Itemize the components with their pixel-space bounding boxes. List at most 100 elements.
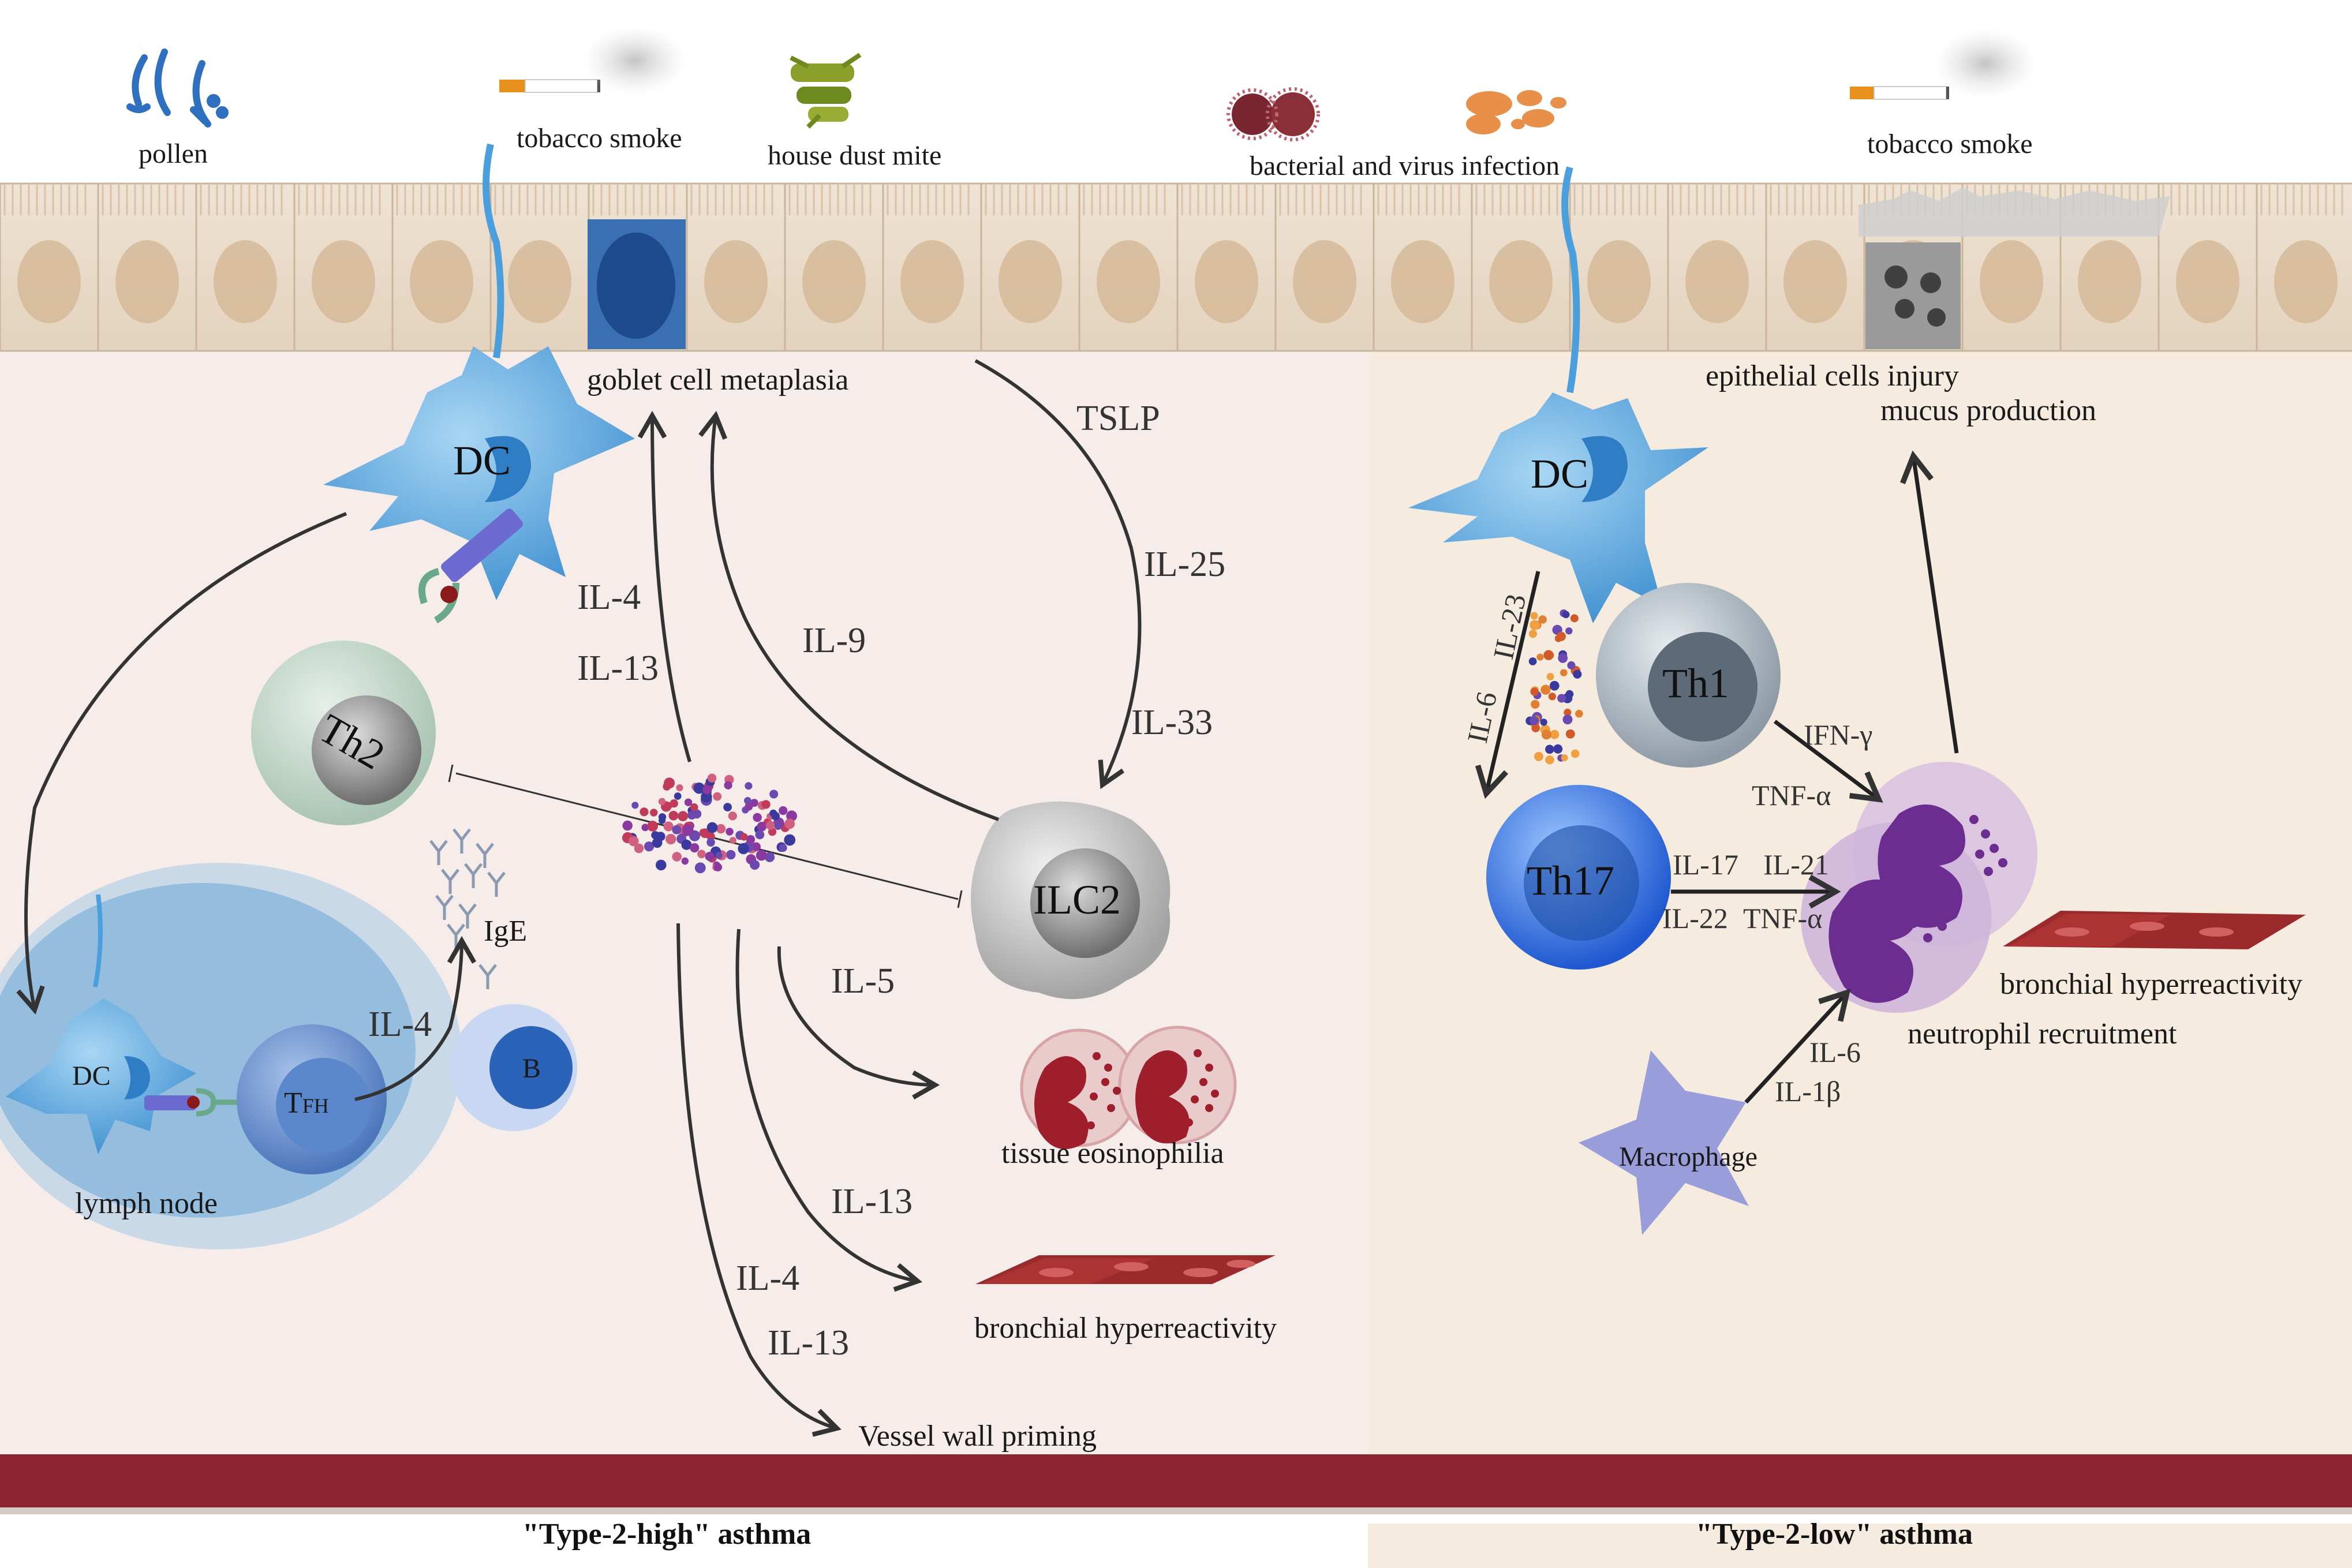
antibody xyxy=(487,871,506,897)
tfh-label-sub: FH xyxy=(302,1094,329,1117)
ilc2-cell xyxy=(971,801,1171,1000)
cytokine-dot xyxy=(738,843,749,855)
cytokine-dot xyxy=(694,862,706,874)
granule xyxy=(1211,1090,1219,1098)
il25-label: IL-25 xyxy=(1144,545,1225,584)
granule xyxy=(1969,815,1979,824)
cytokine-dot xyxy=(659,817,666,824)
arrow-il13-bhr xyxy=(735,929,923,1292)
granule xyxy=(1990,844,1999,853)
il33-label: IL-33 xyxy=(1131,703,1213,742)
il21-label: IL-21 xyxy=(1763,848,1829,881)
epithelial-nucleus xyxy=(410,240,473,323)
right-footer-bg xyxy=(1368,1524,2352,1568)
dust-mite-icon xyxy=(790,53,862,129)
injured-epithelial-cell xyxy=(1859,188,2170,349)
epithelial-nucleus xyxy=(1489,240,1553,323)
arrow-vessel-priming xyxy=(676,923,842,1437)
cytokine-dot xyxy=(769,809,777,817)
cytokine-dot xyxy=(706,838,715,847)
cytokine-dot xyxy=(713,863,723,871)
il1b-label: IL-1β xyxy=(1775,1075,1841,1107)
cytokine-dot xyxy=(774,822,782,830)
cytokine-dot xyxy=(664,777,675,789)
epithelial-nucleus xyxy=(1685,240,1749,323)
th17-cell xyxy=(1486,785,1671,970)
tobacco-smoke-right-label: tobacco smoke xyxy=(1867,129,2033,159)
tobacco-smoke-left-label: tobacco smoke xyxy=(517,123,682,154)
cytokine-dot xyxy=(1536,653,1544,661)
cytokine-dot xyxy=(755,830,765,840)
il13-bhr-label: IL-13 xyxy=(831,1182,913,1221)
antibody xyxy=(464,863,483,888)
vessel-label: Vessel wall priming xyxy=(858,1420,1097,1453)
cytokine-dot xyxy=(784,834,796,846)
cytokine-dot xyxy=(687,810,697,820)
cytokine-dot xyxy=(705,851,715,861)
cytokine-dot xyxy=(751,842,761,851)
cytokine-dot xyxy=(702,785,712,795)
cytokine-dot xyxy=(765,821,775,830)
epithelial-nucleus xyxy=(1293,240,1356,323)
granule xyxy=(1101,1078,1109,1086)
cytokine-dot xyxy=(728,811,737,821)
goblet-cell xyxy=(588,219,686,349)
arrow-dc-to-lymph-node xyxy=(16,512,347,1015)
cytokine-dot xyxy=(1543,650,1554,660)
cytokine-dot xyxy=(663,821,674,832)
footer-left-label: "Type-2-high" asthma xyxy=(522,1518,811,1551)
cytokine-dot xyxy=(640,807,649,817)
tnfa-th17-label: TNF-α xyxy=(1743,902,1822,934)
cytokine-dot xyxy=(1528,630,1537,638)
dendritic-cell-right xyxy=(1408,166,1708,623)
tslp-label: TSLP xyxy=(1076,399,1160,438)
basement-edge xyxy=(0,1507,2352,1514)
granule xyxy=(1113,1087,1121,1095)
granule xyxy=(1998,858,2007,867)
macrophage-label: Macrophage xyxy=(1619,1142,1758,1172)
eosinophils xyxy=(1020,1026,1237,1150)
cytokine-dot xyxy=(1541,729,1551,740)
cytokine-dot xyxy=(682,824,694,836)
th2-cell xyxy=(251,641,436,825)
bhr-left-label: bronchial hyperreactivity xyxy=(974,1312,1277,1345)
smooth-muscle-left xyxy=(975,1255,1276,1284)
cytokine-cloud-right xyxy=(1525,609,1583,765)
cytokine-dot xyxy=(769,789,779,799)
dc-right-label: DC xyxy=(1531,451,1588,497)
cytokine-dot xyxy=(1560,669,1568,676)
antibody xyxy=(478,964,497,989)
cytokine-dot xyxy=(681,839,692,850)
th1-cell xyxy=(1596,583,1781,768)
granule xyxy=(1090,1092,1098,1101)
epithelial-nucleus xyxy=(1097,240,1160,323)
cytokine-cloud-left xyxy=(622,773,798,874)
antibody xyxy=(476,843,494,868)
il4-tfh-label: IL-4 xyxy=(368,1005,432,1044)
cytokine-dot xyxy=(1575,709,1583,718)
granule xyxy=(1984,867,1993,876)
cytokine-dot xyxy=(779,844,787,852)
cytokine-dot xyxy=(1545,755,1554,765)
cytokine-dot xyxy=(1562,611,1570,619)
cytokine-dot xyxy=(706,822,718,833)
il6-mac-label: IL-6 xyxy=(1809,1036,1861,1068)
cytokine-dot xyxy=(1545,744,1554,754)
cytokine-dot xyxy=(1538,615,1547,624)
epithelial-nucleus xyxy=(2078,240,2141,323)
antibody xyxy=(435,895,454,920)
epithelial-nucleus xyxy=(312,240,375,323)
granule xyxy=(1191,1095,1199,1103)
smooth-muscle-right xyxy=(2003,911,2306,949)
b-cell xyxy=(450,1004,577,1131)
granule xyxy=(1185,1118,1193,1127)
cytokine-dot xyxy=(690,803,698,811)
mhc-tcr-complex xyxy=(418,508,523,624)
cytokine-dot xyxy=(1571,749,1580,758)
cytokine-dot xyxy=(1565,627,1573,635)
cytokine-dot xyxy=(1540,684,1551,695)
cytokine-dot xyxy=(726,850,736,860)
granule xyxy=(1205,1064,1213,1072)
cytokine-dot xyxy=(631,802,639,809)
